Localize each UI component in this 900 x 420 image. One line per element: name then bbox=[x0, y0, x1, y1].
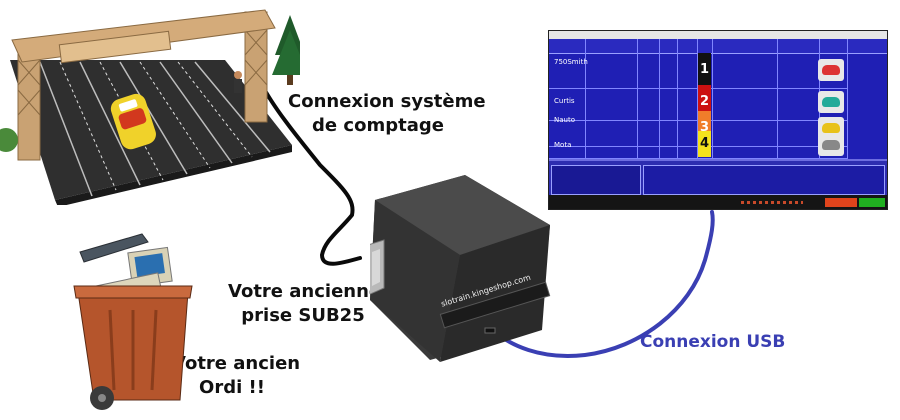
sub25-label: Votre ancienne prise SUB25 bbox=[228, 280, 382, 328]
start-lights bbox=[741, 201, 803, 204]
db25-connector bbox=[370, 239, 385, 295]
counting-connection-label: Connexion système de comptage bbox=[288, 90, 486, 138]
car-thumbnail bbox=[818, 59, 844, 81]
race-car bbox=[110, 93, 156, 150]
driver-name: 750Smith bbox=[554, 58, 588, 66]
car-thumbnail bbox=[818, 91, 844, 113]
spectator-figure bbox=[234, 71, 242, 93]
ordi-label-line2: Ordi !! bbox=[199, 377, 265, 398]
counting-label-line1: Connexion système bbox=[288, 91, 486, 112]
lane-number: 4 bbox=[698, 131, 711, 157]
gantry-sign bbox=[58, 30, 172, 64]
driver-row: 750Smith 1 bbox=[549, 53, 847, 89]
tree bbox=[272, 15, 300, 85]
stop-button[interactable] bbox=[825, 198, 857, 207]
software-log-panel bbox=[551, 165, 641, 195]
software-status-bar bbox=[549, 195, 887, 209]
slot-track-illustration bbox=[0, 9, 300, 205]
start-button[interactable] bbox=[859, 198, 885, 207]
driver-name: Nauto bbox=[554, 116, 575, 124]
car-thumbnail bbox=[818, 134, 844, 156]
software-results-panel bbox=[643, 165, 885, 195]
sub25-label-line1: Votre ancienne bbox=[228, 281, 382, 302]
usb-connection-label: Connexion USB bbox=[640, 332, 786, 352]
bush bbox=[0, 128, 18, 152]
software-lower-panel bbox=[549, 159, 887, 197]
sub25-label-line2: prise SUB25 bbox=[241, 305, 365, 326]
driver-name: Curtis bbox=[554, 97, 575, 105]
race-software-screenshot: 750Smith 1 Curtis 2 Nauto 3 Mota 4 bbox=[548, 30, 888, 210]
trash-bin-illustration bbox=[73, 233, 193, 410]
driver-name: Mota bbox=[554, 141, 572, 149]
software-column-header bbox=[549, 39, 887, 54]
lane-number: 2 bbox=[698, 85, 711, 119]
device-side bbox=[440, 225, 550, 362]
driver-row: Mota 4 bbox=[549, 131, 847, 159]
counting-label-line2: de comptage bbox=[312, 115, 444, 136]
device-brand-plate bbox=[439, 281, 551, 329]
car-thumbnail bbox=[818, 117, 844, 139]
track-edge bbox=[55, 145, 292, 205]
old-computer-label: Votre ancien Ordi !! bbox=[172, 352, 301, 400]
ordi-label-line1: Votre ancien bbox=[172, 353, 301, 374]
usb-port bbox=[484, 327, 496, 334]
trash-lid bbox=[79, 233, 149, 263]
interface-device bbox=[370, 175, 551, 362]
lane-number: 1 bbox=[698, 53, 711, 87]
software-menubar bbox=[549, 31, 887, 39]
